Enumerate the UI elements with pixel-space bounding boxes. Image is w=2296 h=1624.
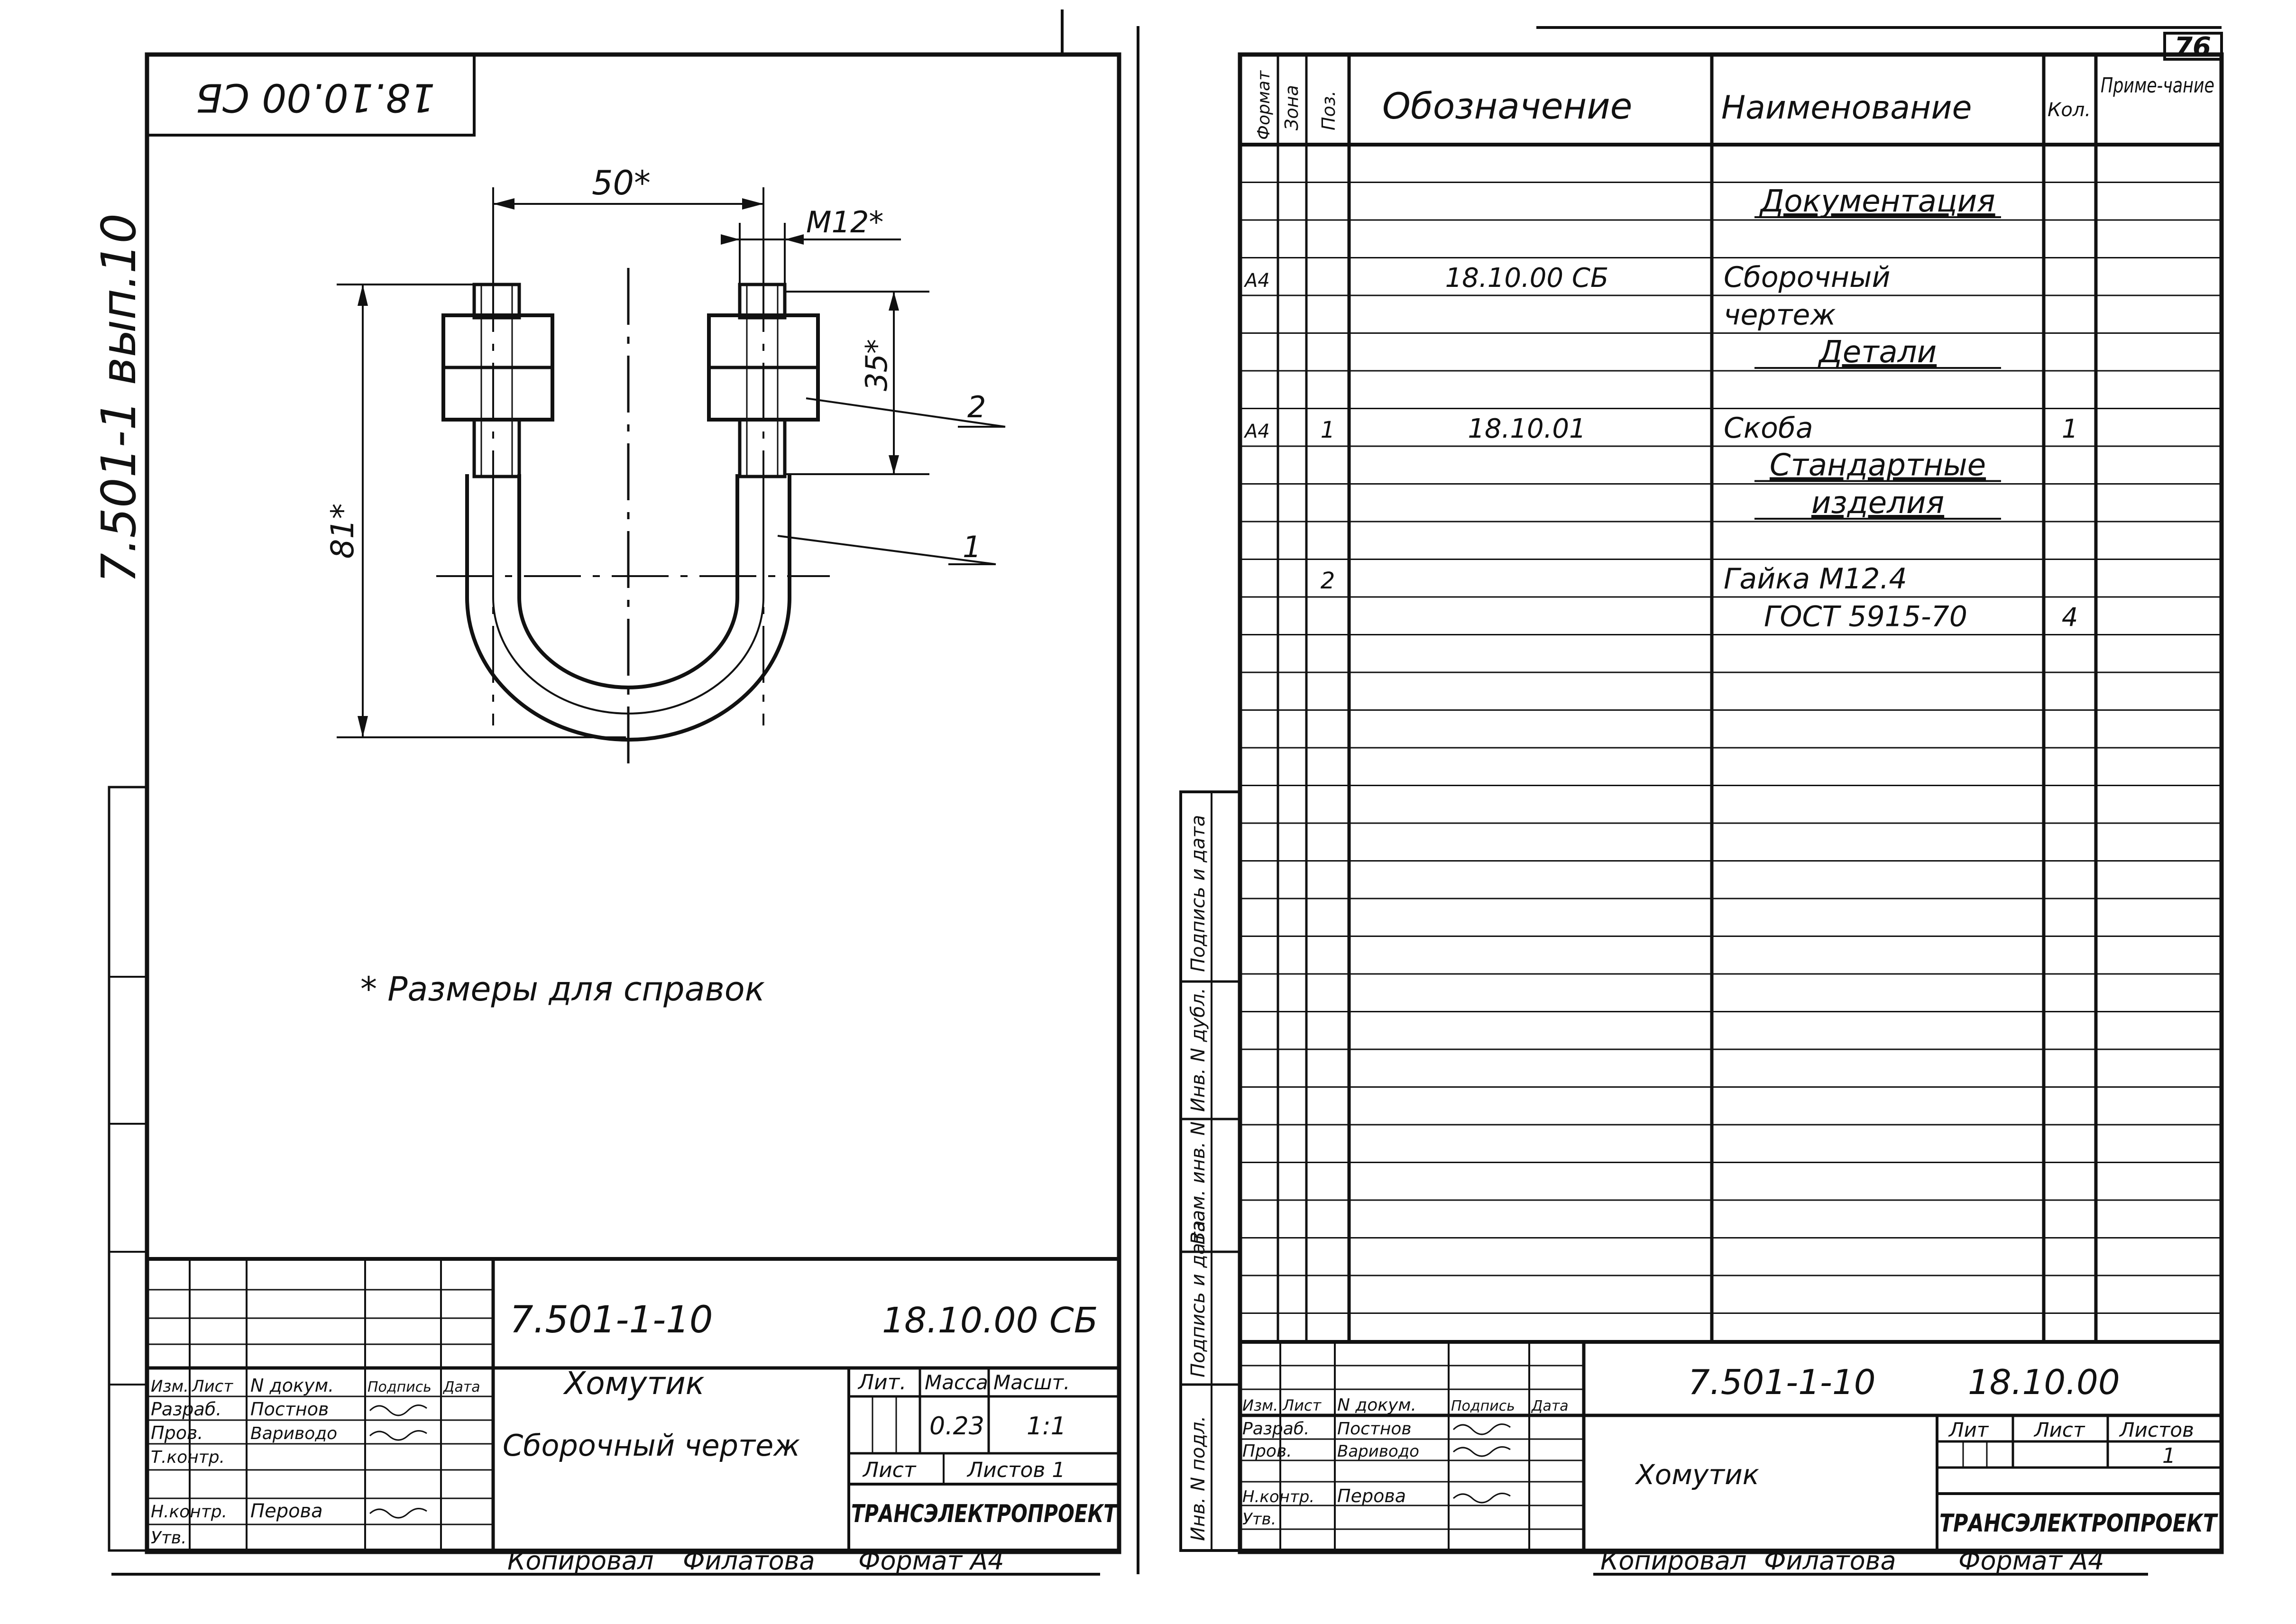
dim-width: 50* bbox=[592, 164, 651, 202]
tb-header-ndoc: N докум. bbox=[1337, 1395, 1416, 1415]
side-label: Инв. N дубл. bbox=[1187, 988, 1209, 1112]
footer-copied: Копировал bbox=[1600, 1546, 1747, 1576]
tb-org: ТРАНСЭЛЕКТРОПРОЕКТ bbox=[851, 1500, 1118, 1528]
tb-designation: 18.10.00 СБ bbox=[882, 1300, 1098, 1341]
tb-role: Разраб. bbox=[1242, 1419, 1309, 1439]
right-title-block: Изм. Лист N докум. Подпись Дата Разраб. … bbox=[1238, 1340, 2223, 1552]
leader-2: 2 bbox=[967, 390, 986, 424]
spec-name: изделия bbox=[1811, 486, 1944, 521]
tb-name: Вариводо bbox=[250, 1424, 337, 1443]
tb-title: Хомутик bbox=[563, 1365, 705, 1402]
spec-pos: 1 bbox=[1321, 417, 1335, 443]
side-label: Подпись и дата bbox=[1187, 1220, 1209, 1377]
tb-sheets: 1 bbox=[2162, 1444, 2176, 1468]
tb-title: Хомутик bbox=[1635, 1459, 1759, 1491]
tb-scale-header: Масшт. bbox=[993, 1371, 1070, 1394]
header-note: Приме-чание bbox=[2101, 73, 2214, 98]
spec-designation: 18.10.00 СБ bbox=[1445, 263, 1609, 294]
margin-code: 7.501-1 вып.10 bbox=[91, 213, 147, 583]
reference-note: * Размеры для справок bbox=[360, 970, 765, 1009]
tb-header-date: Дата bbox=[1531, 1398, 1569, 1414]
spec-name: Детали bbox=[1818, 335, 1937, 370]
tb-lit-header: Лит. bbox=[857, 1370, 906, 1395]
left-title-block: Изм. Лист N докум. Подпись Дата Разраб. … bbox=[145, 1257, 1121, 1552]
header-designation: Обозначение bbox=[1382, 85, 1632, 127]
leader-1: 1 bbox=[963, 530, 981, 564]
tb-role: Разраб. bbox=[151, 1399, 221, 1420]
tb-role: Утв. bbox=[1242, 1510, 1276, 1529]
footer-format: Формат А4 bbox=[1958, 1546, 2104, 1576]
spec-name: Стандартные bbox=[1770, 448, 1986, 483]
tb-role: Т.контр. bbox=[151, 1448, 225, 1467]
spec-pos: 2 bbox=[1321, 568, 1335, 594]
tb-lit-header: Лит bbox=[1948, 1418, 1989, 1441]
dim-nut-height: 35* bbox=[859, 339, 894, 391]
side-label: Взам. инв. N bbox=[1187, 1121, 1209, 1245]
tb-sheet-label: Лист bbox=[862, 1458, 917, 1482]
tb-doc-code: 7.501-1-10 bbox=[1688, 1362, 1876, 1402]
tb-name: Постнов bbox=[1337, 1419, 1412, 1439]
tb-header-sign: Подпись bbox=[367, 1379, 432, 1395]
spec-format: А4 bbox=[1243, 421, 1270, 442]
header-zone: Зона bbox=[1281, 85, 1302, 130]
dim-height: 81* bbox=[324, 504, 361, 559]
page-number: 76 bbox=[2174, 32, 2211, 63]
spec-qty: 4 bbox=[2062, 603, 2078, 633]
header-name: Наименование bbox=[1721, 89, 1972, 127]
spec-name: ГОСТ 5915-70 bbox=[1764, 600, 1967, 633]
tb-header-izm: Изм. bbox=[151, 1377, 189, 1396]
tb-sheet-header: Лист bbox=[2033, 1418, 2085, 1441]
spec-table: Формат Зона Поз. Обозначение Наименовани… bbox=[1240, 55, 2222, 1342]
left-side-strip bbox=[108, 786, 148, 1552]
tb-sheets-label: Листов 1 bbox=[966, 1458, 1065, 1482]
tb-role: Утв. bbox=[151, 1528, 187, 1548]
spec-designation: 18.10.01 bbox=[1468, 413, 1586, 444]
tb-role: Н.контр. bbox=[1242, 1487, 1314, 1506]
tb-mass-header: Масса bbox=[925, 1371, 988, 1394]
tb-name: Перова bbox=[250, 1500, 323, 1522]
footer-format: Формат А4 bbox=[858, 1546, 1004, 1576]
footer-copier: Филатова bbox=[683, 1546, 815, 1576]
right-side-strip: Инв. N подл. Подпись и дата Взам. инв. N… bbox=[1179, 790, 1241, 1552]
header-qty: Кол. bbox=[2048, 99, 2091, 121]
side-label: Инв. N подл. bbox=[1187, 1416, 1209, 1541]
tb-sheets-header: Листов bbox=[2119, 1418, 2194, 1441]
tb-designation: 18.10.00 bbox=[1968, 1362, 2120, 1402]
tb-name: Вариводо bbox=[1337, 1442, 1419, 1461]
tb-header-izm: Изм. bbox=[1242, 1396, 1278, 1414]
left-sheet: 7.501-1 вып.10 18.10.00 СБ bbox=[91, 9, 1139, 1576]
spec-name: чертеж bbox=[1724, 299, 1836, 332]
tb-role: Н.контр. bbox=[151, 1502, 227, 1522]
tb-subtitle: Сборочный чертеж bbox=[503, 1428, 800, 1463]
tb-doc-code: 7.501-1-10 bbox=[510, 1299, 713, 1341]
tb-name: Постнов bbox=[250, 1399, 329, 1420]
dim-thread: M12* bbox=[806, 205, 883, 239]
tb-name: Перова bbox=[1337, 1486, 1406, 1506]
rotated-code: 18.10.00 СБ bbox=[196, 75, 435, 120]
tb-role: Пров. bbox=[151, 1422, 203, 1443]
spec-format: А4 bbox=[1243, 270, 1270, 292]
spec-name: Скоба bbox=[1724, 412, 1813, 445]
tb-header-date: Дата bbox=[442, 1379, 480, 1395]
tb-header-list: Лист bbox=[1282, 1396, 1322, 1414]
spec-qty: 1 bbox=[2062, 414, 2078, 444]
spec-name: Гайка М12.4 bbox=[1724, 562, 1907, 596]
spec-name: Документация bbox=[1759, 184, 1995, 219]
footer-copied: Копировал bbox=[507, 1546, 654, 1576]
right-sheet: 76 Инв. N подл. Подпись и дата Взам. инв… bbox=[1179, 26, 2224, 1576]
header-format: Формат bbox=[1254, 70, 1274, 140]
tb-header-ndoc: N докум. bbox=[250, 1375, 334, 1396]
spec-name: Сборочный bbox=[1724, 261, 1890, 294]
tb-org: ТРАНСЭЛЕКТРОПРОЕКТ bbox=[1939, 1509, 2218, 1538]
tb-role: Пров. bbox=[1242, 1441, 1292, 1461]
tb-scale: 1:1 bbox=[1027, 1412, 1066, 1440]
tb-mass: 0.23 bbox=[929, 1412, 984, 1440]
ubolt-drawing: 50* M12* 35* 81* 2 1 bbox=[324, 164, 1006, 775]
side-label: Подпись и дата bbox=[1187, 815, 1209, 972]
tb-header-sign: Подпись bbox=[1451, 1398, 1515, 1414]
tb-header-list: Лист bbox=[191, 1377, 233, 1396]
footer-copier: Филатова bbox=[1764, 1546, 1896, 1576]
header-pos: Поз. bbox=[1318, 91, 1339, 130]
